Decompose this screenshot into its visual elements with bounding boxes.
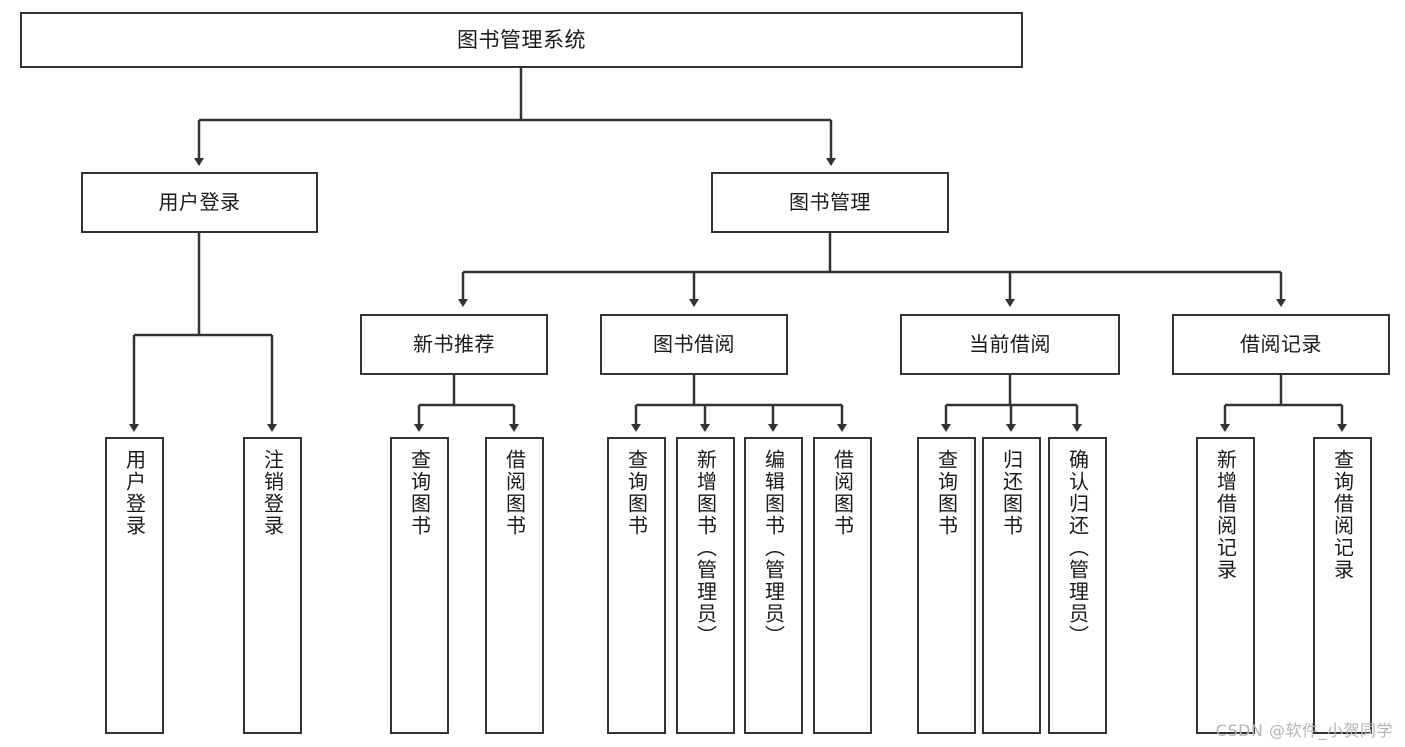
leaf-user-login-label: 用户登录 — [122, 449, 147, 537]
node-book-management-label: 图书管理 — [789, 189, 871, 214]
leaf-user-login[interactable]: 用户登录 — [105, 437, 164, 734]
leaf-borrow-borrow-book[interactable]: 借阅图书 — [813, 437, 872, 734]
leaf-records-search-record[interactable]: 查询借阅记录 — [1313, 437, 1372, 734]
node-borrow-records[interactable]: 借阅记录 — [1172, 314, 1390, 375]
leaf-logout[interactable]: 注销登录 — [243, 437, 302, 734]
leaf-current-return-book[interactable]: 归还图书 — [982, 437, 1041, 734]
leaf-newbook-borrow-book[interactable]: 借阅图书 — [485, 437, 544, 734]
leaf-newbook-borrow-book-label: 借阅图书 — [502, 449, 527, 537]
node-user-login[interactable]: 用户登录 — [81, 172, 318, 233]
leaf-borrow-edit-book-admin[interactable]: 编辑图书（管理员） — [744, 437, 803, 734]
node-current-borrow-label: 当前借阅 — [969, 331, 1051, 356]
node-root-label: 图书管理系统 — [457, 27, 586, 52]
node-new-book-recommend[interactable]: 新书推荐 — [360, 314, 548, 375]
leaf-current-search-book[interactable]: 查询图书 — [917, 437, 976, 734]
node-book-borrow-label: 图书借阅 — [653, 331, 735, 356]
leaf-borrow-search-book[interactable]: 查询图书 — [607, 437, 666, 734]
leaf-newbook-search-book[interactable]: 查询图书 — [390, 437, 449, 734]
leaf-current-return-book-label: 归还图书 — [999, 449, 1024, 537]
leaf-current-confirm-return-admin[interactable]: 确认归还（管理员） — [1048, 437, 1107, 734]
node-current-borrow[interactable]: 当前借阅 — [900, 314, 1120, 375]
node-borrow-records-label: 借阅记录 — [1240, 331, 1322, 356]
csdn-watermark: CSDN @软件_小贺同学 — [1215, 721, 1393, 740]
leaf-records-add-record[interactable]: 新增借阅记录 — [1196, 437, 1255, 734]
node-book-management[interactable]: 图书管理 — [711, 172, 949, 233]
leaf-borrow-search-book-label: 查询图书 — [624, 449, 649, 537]
node-book-borrow[interactable]: 图书借阅 — [600, 314, 788, 375]
node-new-book-recommend-label: 新书推荐 — [413, 331, 495, 356]
node-user-login-label: 用户登录 — [158, 189, 241, 214]
leaf-borrow-edit-book-admin-label: 编辑图书（管理员） — [761, 449, 786, 647]
leaf-borrow-add-book-admin[interactable]: 新增图书（管理员） — [676, 437, 735, 734]
leaf-newbook-search-book-label: 查询图书 — [407, 449, 432, 537]
leaf-logout-label: 注销登录 — [260, 449, 285, 537]
node-root[interactable]: 图书管理系统 — [20, 12, 1023, 68]
leaf-records-search-record-label: 查询借阅记录 — [1330, 449, 1355, 581]
leaf-borrow-add-book-admin-label: 新增图书（管理员） — [693, 449, 718, 647]
leaf-current-confirm-return-admin-label: 确认归还（管理员） — [1065, 449, 1090, 647]
leaf-records-add-record-label: 新增借阅记录 — [1213, 449, 1238, 581]
leaf-current-search-book-label: 查询图书 — [934, 449, 959, 537]
leaf-borrow-borrow-book-label: 借阅图书 — [830, 449, 855, 537]
